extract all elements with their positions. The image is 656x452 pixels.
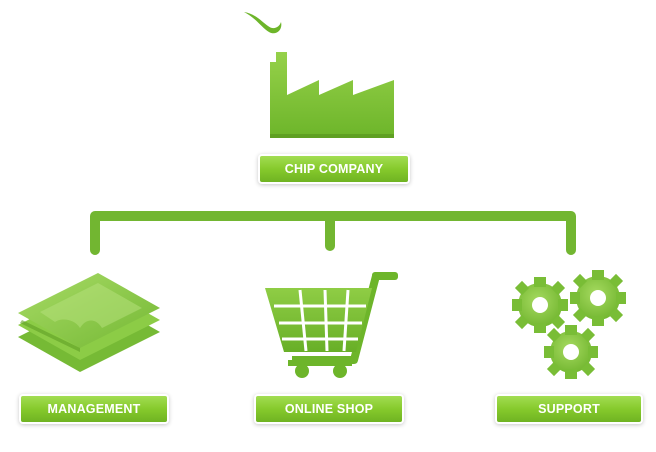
support-label: SUPPORT [497, 396, 641, 422]
gear-icon [570, 270, 626, 326]
connector-lines [90, 211, 576, 255]
document-stack-icon [18, 273, 160, 372]
factory-icon [244, 12, 394, 138]
management-label: MANAGEMENT [21, 396, 167, 422]
online-shop-label: ONLINE SHOP [256, 396, 402, 422]
gears-icon [512, 270, 626, 379]
chip-company-label: CHIP COMPANY [260, 156, 408, 182]
gear-icon [512, 277, 568, 333]
shopping-cart-icon [265, 272, 398, 378]
gear-icon [544, 325, 598, 379]
